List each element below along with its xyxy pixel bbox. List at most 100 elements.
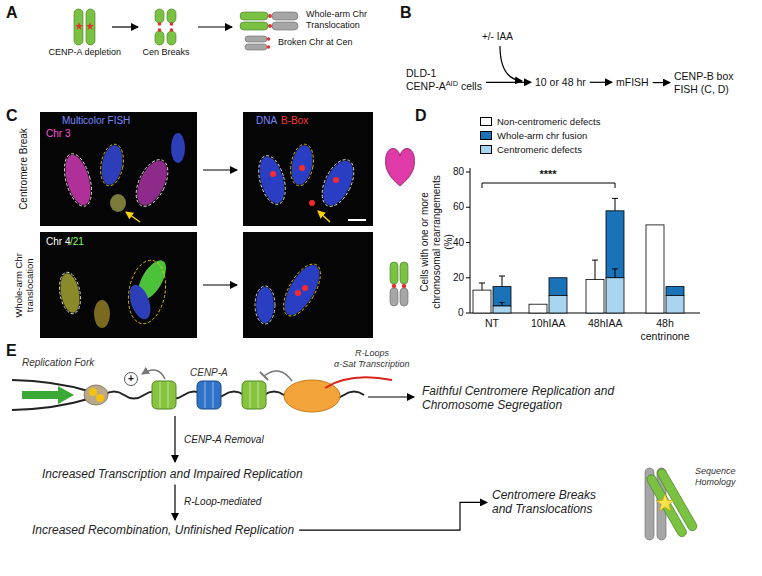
- axis-tick: 20: [453, 272, 464, 284]
- fish-image: [130, 155, 175, 211]
- legend-swatch: [480, 145, 492, 154]
- connector: [590, 82, 612, 83]
- category-label: 10hIAA: [531, 317, 565, 330]
- bar: [666, 295, 684, 313]
- bar: [493, 287, 511, 306]
- connector: [174, 484, 175, 520]
- node-text: Increased Recombination, Unfinished Repl…: [32, 523, 294, 537]
- error-bar: [612, 269, 618, 278]
- image-caption: Chr 4: [46, 236, 70, 248]
- chromosome-icon: [392, 284, 396, 288]
- bar: [549, 278, 567, 296]
- fish-image: [59, 151, 96, 209]
- chromosome-translocation: [245, 44, 267, 50]
- chromosome-broken: [167, 31, 176, 45]
- chromosome-translocation: [272, 12, 298, 20]
- chromosome-icon: [386, 149, 415, 187]
- chromosome-broken: [170, 28, 174, 32]
- chromosome-broken: [158, 22, 162, 26]
- chart-axis: [466, 277, 470, 278]
- chromosome-icon: [390, 262, 398, 284]
- node-text: +: [128, 374, 134, 384]
- fish-image: [254, 153, 290, 208]
- chromosome-intact: [86, 22, 94, 30]
- axis-tick: 40: [453, 237, 464, 249]
- fish-image: [243, 112, 373, 226]
- legend-text: Whole-arm chr fusion: [497, 130, 587, 141]
- fish-image: [270, 171, 276, 177]
- chromosome-translocation: [268, 24, 272, 28]
- node-text: AID: [446, 78, 458, 87]
- label-text: Whole-arm Chr Translocation: [306, 9, 390, 31]
- connector: [299, 502, 487, 530]
- chromosome-translocation: [267, 37, 271, 41]
- process-arrow: [175, 397, 414, 462]
- legend-swatch: [480, 131, 492, 140]
- chromosome-intact: [74, 9, 95, 45]
- significance-mark: ****: [540, 168, 557, 181]
- replication-fork: [22, 386, 74, 404]
- label-text: CENP-A: [190, 367, 228, 379]
- chromosome-translocation: [240, 12, 268, 20]
- axis-tick: 60: [453, 201, 464, 213]
- chromosome-broken: [167, 9, 176, 23]
- nucleosome: [152, 381, 176, 409]
- fish-image: [318, 211, 330, 222]
- label-text: CENP-A Removal: [184, 434, 264, 446]
- node-text: Centromere Breaks and Translocations: [492, 488, 612, 517]
- replication-fork: [12, 380, 88, 391]
- chromosome-broken: [155, 9, 164, 23]
- fish-image: [316, 155, 361, 211]
- fish-image: [299, 165, 305, 171]
- category-label: 48h centrinone: [637, 317, 693, 342]
- bar: [586, 280, 604, 314]
- connector: [653, 82, 670, 83]
- process-arrow: [203, 170, 237, 285]
- flow-node: DLD-1CENP-AAIDcells: [404, 66, 484, 93]
- image-caption: Chr 3: [46, 128, 70, 140]
- fish-image: [40, 112, 197, 226]
- process-arrow: [203, 169, 237, 170]
- significance-bracket: [482, 183, 615, 188]
- fish-image: [255, 286, 275, 324]
- chromosome-broken: [155, 31, 164, 45]
- bar: [549, 295, 567, 313]
- bar: [606, 278, 624, 313]
- label-text: CENP-A depletion: [49, 47, 122, 58]
- bar: [473, 290, 491, 313]
- process-arrow: [174, 416, 175, 462]
- flow-node: mFISH: [614, 75, 651, 90]
- flow-node: Increased Transcription and Impaired Rep…: [40, 466, 305, 482]
- chart-axis: [466, 242, 470, 243]
- node-text: CENP-B box FISH (C, D): [674, 70, 742, 95]
- chromosome-icon: [390, 288, 398, 306]
- nucleosome: [197, 381, 221, 409]
- bar: [646, 225, 664, 313]
- fish-image: [243, 232, 373, 338]
- rna-polymerase: [284, 377, 392, 412]
- replication-fork: [84, 385, 108, 405]
- chart-axis: [466, 168, 700, 313]
- fish-image: [302, 285, 308, 291]
- replication-fork: [12, 399, 88, 410]
- supercoil-arrow: [142, 370, 165, 379]
- label-text: Cen Breaks: [143, 47, 190, 58]
- process-arrow: [368, 396, 414, 397]
- bar: [529, 304, 547, 313]
- error-bar: [479, 283, 485, 290]
- nucleosome: [152, 381, 266, 409]
- fish-image: [110, 194, 126, 212]
- flow-node: 10 or 48 hr: [533, 75, 588, 90]
- chromosome-translocation: [240, 22, 268, 30]
- chromosome-broken: [155, 9, 176, 45]
- process-arrow: [203, 284, 237, 285]
- panel-letter: E: [6, 341, 17, 360]
- axis-tick: 80: [453, 166, 464, 178]
- axis-title: Cells with one or more chromosomal rearr…: [419, 167, 455, 317]
- fish-image: [243, 112, 373, 226]
- row-title: Centromere Break: [18, 128, 30, 210]
- fish-image: [309, 200, 315, 206]
- chromosome-intact: [86, 9, 95, 45]
- node-text: cells: [461, 80, 482, 92]
- chromosome-intact: [75, 22, 83, 30]
